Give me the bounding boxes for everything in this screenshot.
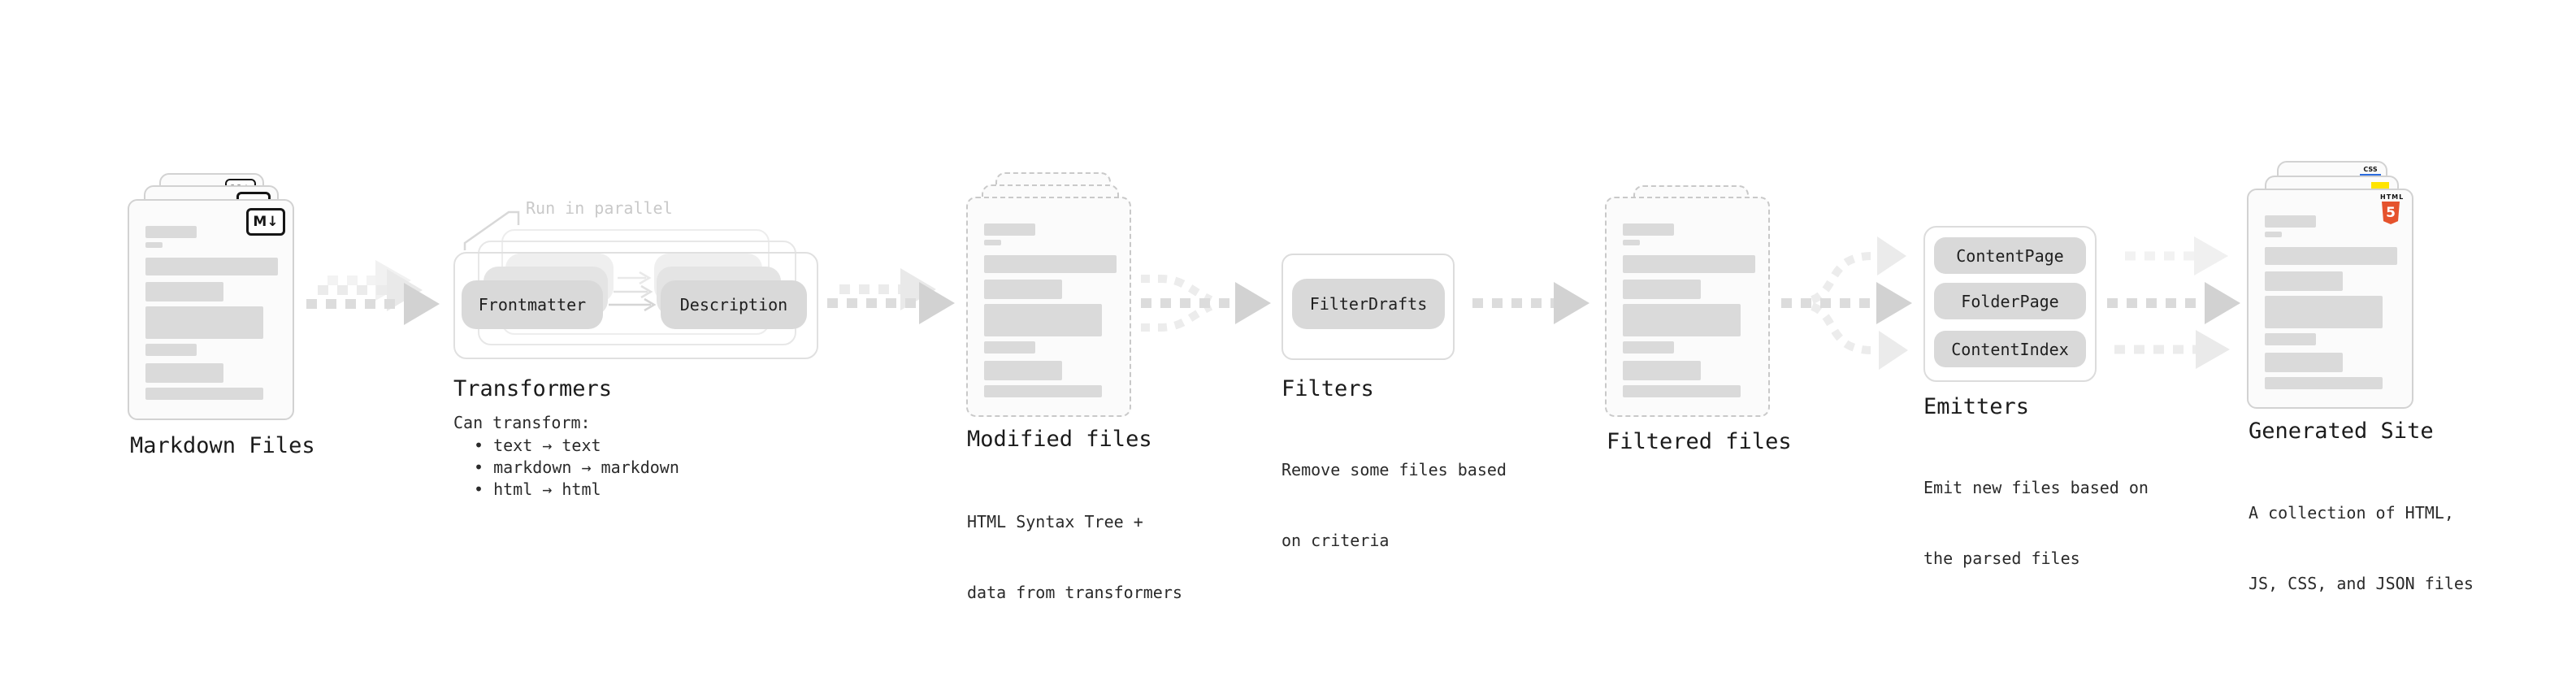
text-line-placeholder bbox=[2265, 247, 2397, 265]
contentindex-pill-label: ContentIndex bbox=[1951, 339, 2069, 359]
emitters-description: Emit new files based on the parsed files bbox=[1923, 429, 2149, 618]
arrow-filters-to-filtered bbox=[1472, 282, 1589, 324]
html5-icon-label: HTML bbox=[2380, 193, 2405, 201]
generated-site-label: Generated Site bbox=[2249, 419, 2434, 444]
css-icon-label: CSS bbox=[2363, 166, 2378, 173]
description-pill-label: Description bbox=[679, 295, 788, 314]
text-line-placeholder bbox=[984, 341, 1035, 354]
text-line-placeholder bbox=[145, 258, 278, 275]
text-line-placeholder bbox=[145, 226, 197, 238]
emitters-description-line1: Emit new files based on bbox=[1923, 478, 2149, 497]
arrow-filtered-to-emitters-fan-out bbox=[1781, 236, 1912, 370]
text-line-placeholder bbox=[2265, 232, 2282, 237]
modified-files-label: Modified files bbox=[967, 427, 1152, 452]
text-line-placeholder bbox=[984, 223, 1035, 236]
text-line-placeholder bbox=[145, 388, 263, 400]
emitters-description-line2: the parsed files bbox=[1923, 549, 2080, 568]
text-line-placeholder bbox=[2265, 377, 2383, 389]
text-line-placeholder bbox=[145, 344, 197, 356]
generated-site-description: A collection of HTML, JS, CSS, and JSON … bbox=[2249, 454, 2474, 643]
text-line-placeholder bbox=[145, 306, 263, 339]
html5-icon-number: 5 bbox=[2386, 205, 2396, 221]
modified-files-description-line2: data from transformers bbox=[967, 583, 1182, 602]
contentpage-pill-label: ContentPage bbox=[1956, 245, 2064, 266]
transformer-layer-front bbox=[453, 252, 818, 359]
transformers-bullet-2: • markdown → markdown bbox=[474, 458, 679, 477]
arrow-markdown-to-transformers bbox=[306, 260, 440, 325]
modified-file-card-front bbox=[966, 197, 1131, 417]
text-line-placeholder bbox=[1623, 341, 1674, 354]
arrow-emitters-to-generated bbox=[2107, 236, 2240, 369]
arrow-transformers-to-modified bbox=[827, 268, 955, 324]
text-line-placeholder bbox=[2265, 296, 2383, 328]
generated-site-description-line2: JS, CSS, and JSON files bbox=[2249, 574, 2474, 593]
text-line-placeholder bbox=[2265, 215, 2316, 228]
transformers-bullet-3: • html → html bbox=[474, 479, 601, 499]
filtered-files-label: Filtered files bbox=[1607, 429, 1792, 454]
filters-label: Filters bbox=[1281, 376, 1374, 401]
markdown-file-card-front: M↓ bbox=[128, 199, 294, 420]
text-line-placeholder bbox=[1623, 223, 1674, 236]
filters-description-line1: Remove some files based bbox=[1281, 460, 1507, 479]
generated-html-file-card: HTML 5 bbox=[2247, 189, 2413, 409]
contentindex-pill: ContentIndex bbox=[1934, 331, 2086, 367]
markdown-files-label: Markdown Files bbox=[130, 433, 315, 458]
text-line-placeholder bbox=[1623, 385, 1741, 397]
markdown-file-icon: M↓ bbox=[246, 208, 285, 236]
text-line-placeholder bbox=[1623, 280, 1701, 299]
modified-files-description-line1: HTML Syntax Tree + bbox=[967, 512, 1143, 531]
text-line-placeholder bbox=[145, 363, 223, 383]
text-line-placeholder bbox=[984, 304, 1102, 336]
contentpage-pill: ContentPage bbox=[1934, 237, 2086, 274]
text-line-placeholder bbox=[145, 282, 223, 301]
text-line-placeholder bbox=[1623, 361, 1701, 380]
filterdrafts-pill-label: FilterDrafts bbox=[1309, 294, 1428, 314]
text-line-placeholder bbox=[1623, 240, 1640, 245]
text-line-placeholder bbox=[984, 280, 1062, 299]
transformers-label: Transformers bbox=[453, 376, 613, 401]
text-line-placeholder bbox=[2265, 271, 2343, 291]
frontmatter-pill-label: Frontmatter bbox=[478, 295, 587, 314]
run-in-parallel-annotation: Run in parallel bbox=[526, 198, 673, 218]
html5-icon-shield: 5 bbox=[2382, 202, 2400, 224]
text-line-placeholder bbox=[984, 361, 1062, 380]
emitters-label: Emitters bbox=[1923, 394, 2030, 419]
text-line-placeholder bbox=[984, 385, 1102, 397]
transformers-bullet-1: • text → text bbox=[474, 436, 601, 455]
text-line-placeholder bbox=[2265, 333, 2316, 345]
text-line-placeholder bbox=[984, 240, 1001, 245]
folderpage-pill: FolderPage bbox=[1934, 283, 2086, 319]
text-line-placeholder bbox=[1623, 255, 1755, 273]
arrow-modified-to-filters-fan-in bbox=[1141, 275, 1271, 332]
filtered-file-card-front bbox=[1605, 197, 1770, 417]
html5-file-icon: HTML 5 bbox=[2380, 193, 2405, 224]
folderpage-pill-label: FolderPage bbox=[1961, 291, 2059, 311]
filterdrafts-pill: FilterDrafts bbox=[1292, 279, 1445, 329]
filters-box bbox=[1281, 254, 1455, 360]
text-line-placeholder bbox=[145, 242, 163, 248]
emitters-box bbox=[1923, 226, 2097, 382]
description-pill: Description bbox=[661, 280, 807, 329]
frontmatter-pill: Frontmatter bbox=[462, 280, 603, 329]
filters-description-line2: on criteria bbox=[1281, 531, 1390, 550]
text-line-placeholder bbox=[2265, 353, 2343, 372]
text-line-placeholder bbox=[1623, 304, 1741, 336]
transformers-note: Can transform: bbox=[453, 413, 591, 432]
generated-site-description-line1: A collection of HTML, bbox=[2249, 503, 2454, 523]
markdown-badge-text: M↓ bbox=[253, 214, 279, 230]
modified-files-description: HTML Syntax Tree + data from transformer… bbox=[967, 463, 1182, 652]
text-line-placeholder bbox=[984, 255, 1117, 273]
filters-description: Remove some files based on criteria bbox=[1281, 411, 1507, 600]
